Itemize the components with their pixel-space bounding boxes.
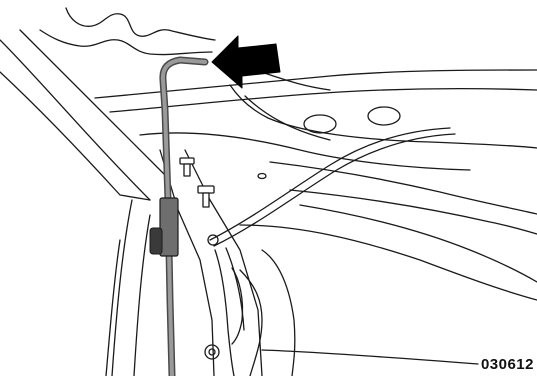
fender-line-2	[134, 215, 150, 376]
cable-upper	[210, 128, 450, 240]
prop-rod-grip	[160, 198, 178, 256]
hood-hole-left	[304, 115, 336, 133]
hood-panel-curve-4	[230, 85, 537, 148]
hood-left-rail-outer	[0, 40, 150, 200]
fender-line-1	[112, 200, 132, 376]
latch-line-2	[262, 250, 295, 376]
strut-right-edge	[185, 150, 262, 376]
arrow-left-icon	[212, 36, 280, 88]
prop-rod-clip	[150, 228, 162, 254]
hood-left-rail-edge	[0, 72, 150, 200]
latch-bolt	[205, 345, 219, 359]
hood-panel-curve-10	[240, 225, 537, 300]
cable-lower	[214, 134, 455, 246]
strut-inner-2	[226, 248, 244, 330]
bracket-bolt-upper	[180, 158, 194, 176]
hood-hole-right	[368, 107, 400, 125]
latch-bolt-inner	[209, 349, 215, 355]
figure-code: 030612	[481, 357, 534, 372]
hood-panel-curve-8	[290, 190, 537, 234]
strut-inner-1	[215, 250, 234, 376]
hood-panel-curve-2	[110, 89, 537, 112]
hood-top-edge	[66, 8, 215, 40]
hood-hole-small	[258, 174, 266, 179]
hood-panel-curve-9	[300, 205, 537, 282]
